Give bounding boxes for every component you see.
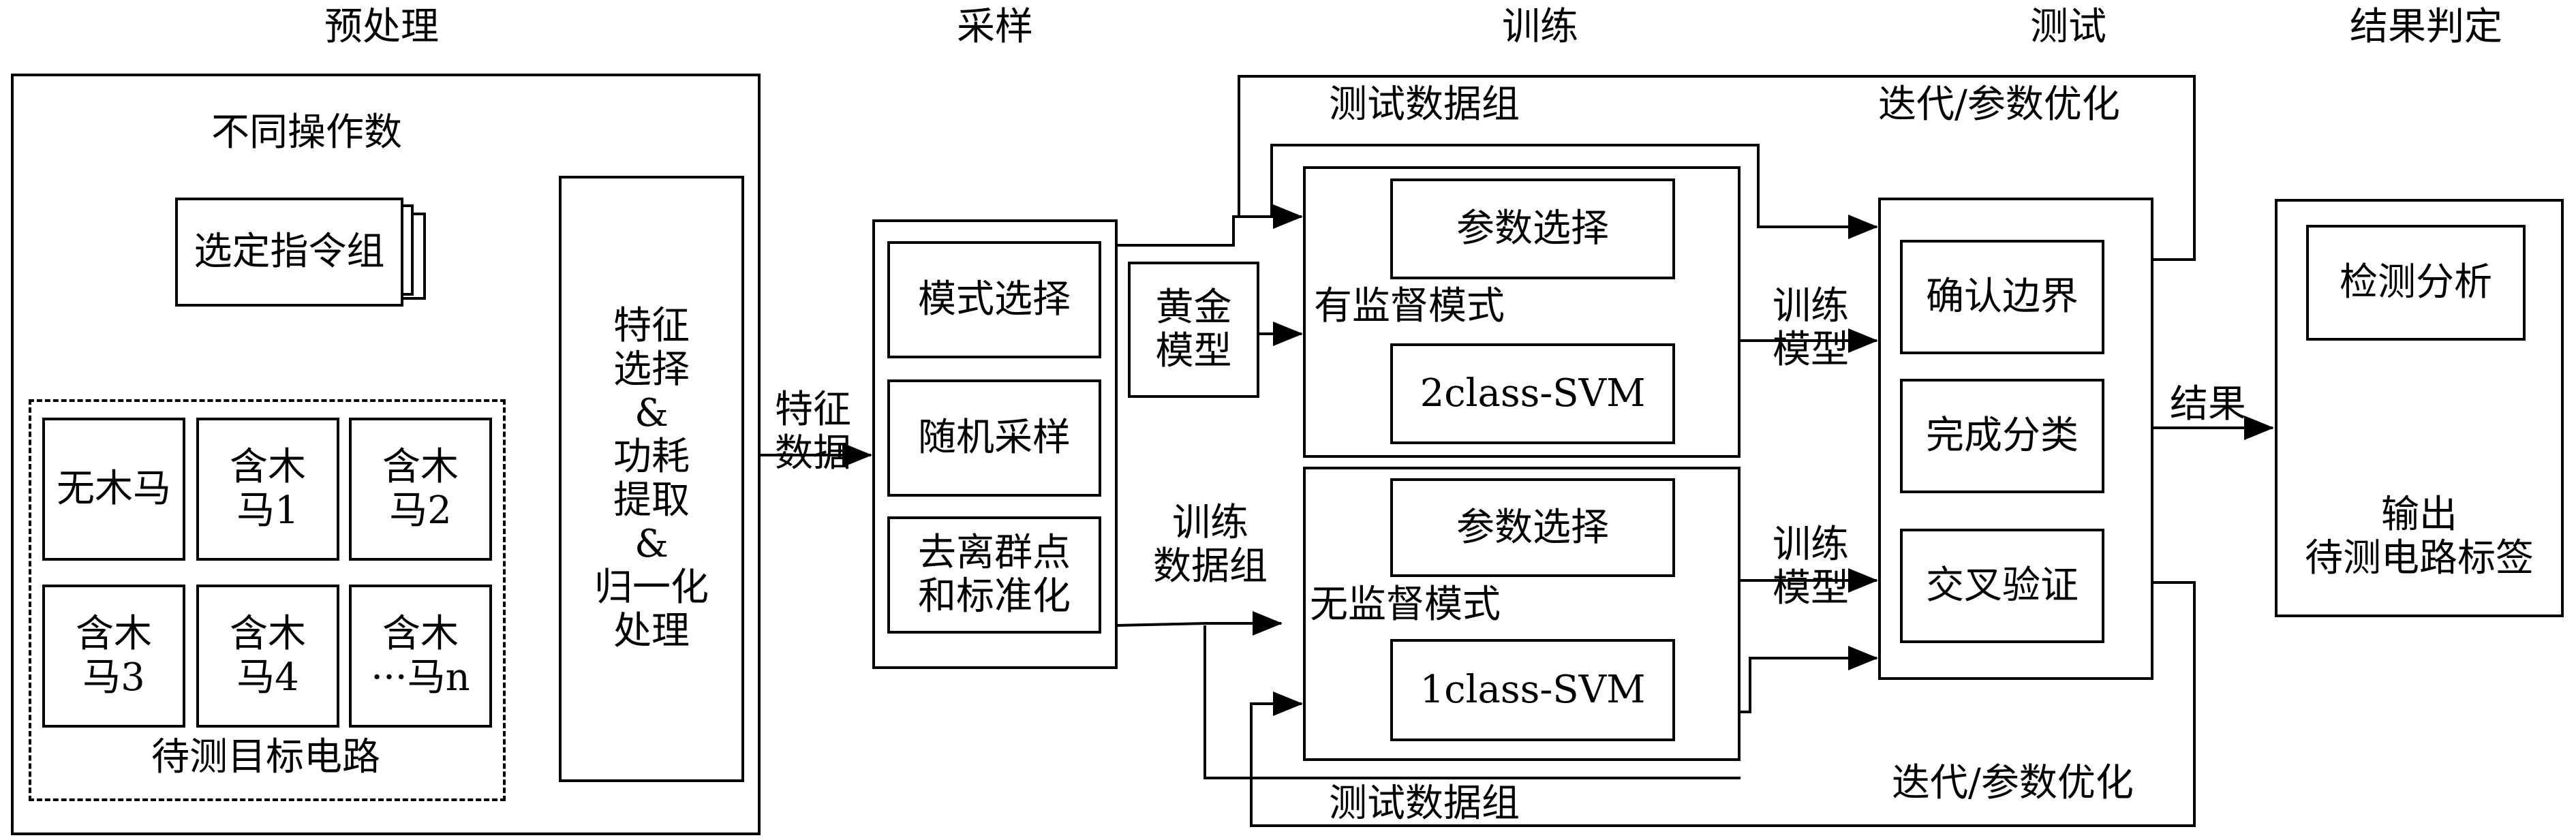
iterate-optimize-bottom-label: 迭代/参数优化 [1892,761,2134,805]
feature-data-label: 特征 数据 [775,388,851,476]
result-label: 结果 [2170,382,2246,426]
circuit-trojan-1: 含木 马1 [196,418,339,561]
sampling-mode-select: 模式选择 [887,241,1101,358]
stage-title-preprocess: 预处理 [324,5,439,49]
unsupervised-mode-label: 无监督模式 [1310,582,1501,627]
iterate-optimize-top-label: 迭代/参数优化 [1878,82,2120,127]
instruction-group-box: 选定指令组 [175,198,403,307]
test-cross-validation: 交叉验证 [1900,529,2104,643]
circuit-trojan-4: 含木 马4 [196,585,339,728]
detection-analysis-box: 检测分析 [2306,225,2526,341]
golden-model-box: 黄金 模型 [1128,262,1259,398]
stage-title-sampling: 采样 [957,5,1033,49]
param-select-supervised: 参数选择 [1390,178,1675,279]
operand-count-label: 不同操作数 [211,110,402,155]
circuit-trojan-n: 含木 ···马n [349,585,492,728]
trained-model-label-top: 训练 模型 [1773,284,1849,372]
circuit-trojan-2: 含木 马2 [349,418,492,561]
supervised-mode-label: 有监督模式 [1314,284,1505,328]
stage-title-training: 训练 [1502,5,1578,49]
sampling-outlier-normalize: 去离群点 和标准化 [887,516,1101,634]
feature-processing-box: 特征 选择 & 功耗 提取 & 归一化 处理 [559,176,744,782]
output-label: 输出 待测电路标签 [2305,493,2534,580]
circuit-no-trojan: 无木马 [42,418,185,561]
stage-title-testing: 测试 [2030,5,2106,49]
test-confirm-boundary: 确认边界 [1900,240,2104,354]
circuit-trojan-3: 含木 马3 [42,585,185,728]
target-circuit-label: 待测目标电路 [151,735,380,779]
svm-1class-box: 1class-SVM [1390,639,1675,741]
test-data-group-top-label: 测试数据组 [1329,82,1520,127]
train-data-group-label: 训练 数据组 [1153,501,1268,589]
trained-model-label-bottom: 训练 模型 [1773,523,1849,610]
sampling-random: 随机采样 [887,379,1101,497]
stage-title-judgement: 结果判定 [2350,5,2502,49]
test-classification: 完成分类 [1900,379,2104,493]
test-data-group-bottom-label: 测试数据组 [1329,781,1520,826]
param-select-unsupervised: 参数选择 [1390,478,1675,577]
svm-2class-box: 2class-SVM [1390,343,1675,444]
